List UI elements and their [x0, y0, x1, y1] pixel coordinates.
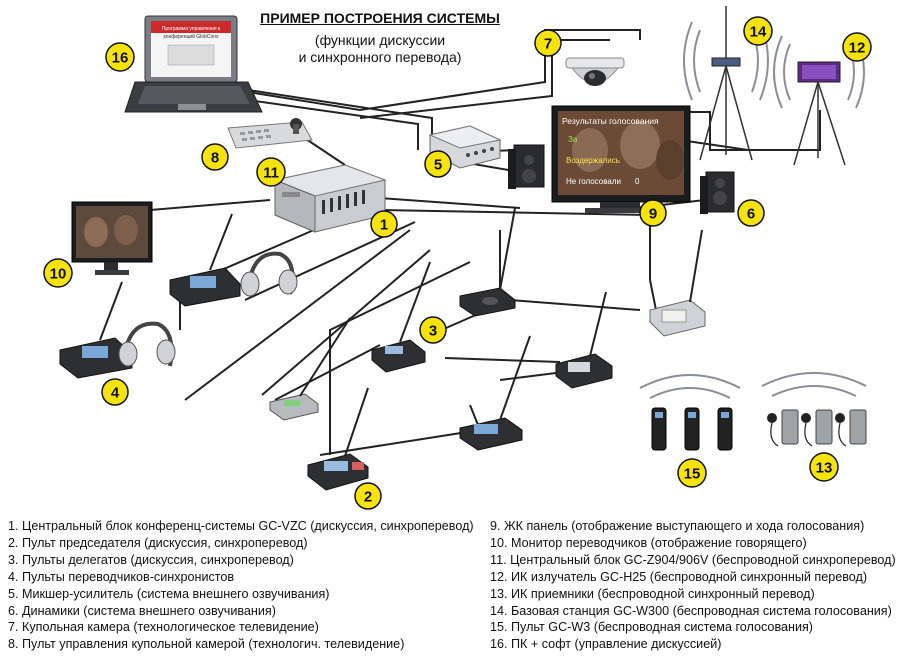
lcd-panel: Результаты голосования За Воздержались Н…: [551, 105, 691, 213]
voting-remotes: [639, 374, 741, 451]
laptop-screen-line2: конференций GlobCons: [163, 33, 219, 40]
badge-1: 1: [370, 210, 398, 238]
legend-item: 13. ИК приемники (беспроводной синхронны…: [490, 586, 815, 601]
legend-item: 8. Пульт управления купольной камерой (т…: [8, 637, 405, 652]
delegate-console-1: [459, 207, 516, 317]
svg-text:4: 4: [111, 385, 120, 402]
svg-text:6: 6: [747, 206, 755, 223]
laptop-pc: Программа управления к конференций GlobC…: [124, 15, 263, 113]
title-sub1: (функции дискуссии: [314, 32, 446, 48]
delegate-console-3: [269, 317, 351, 421]
badge-6: 6: [737, 199, 765, 227]
badge-10: 10: [43, 258, 73, 288]
system-diagram: Программа управления к конференций GlobC…: [43, 6, 872, 510]
laptop-screen-line1: Программа управления к: [162, 26, 221, 32]
delegate-console-4: [555, 291, 613, 389]
badge-7: 7: [534, 29, 562, 57]
legend-item: 12. ИК излучатель GC-H25 (беспроводной с…: [490, 569, 868, 584]
svg-text:10: 10: [50, 266, 67, 283]
delegate-console-6: [649, 229, 706, 337]
interpreter-console-upper: [169, 213, 298, 307]
svg-text:3: 3: [429, 323, 437, 340]
badge-16: 16: [105, 42, 135, 72]
speaker-left: [508, 144, 545, 189]
tv-line4: Не голосовали: [566, 177, 621, 186]
legend-item: 6. Динамики (система внешнего озвучивани…: [8, 603, 276, 618]
svg-text:9: 9: [649, 206, 657, 223]
svg-text:14: 14: [750, 24, 767, 41]
badge-9: 9: [639, 199, 667, 227]
dome-camera: [565, 57, 625, 86]
legend-item: 3. Пульты делегатов (дискуссия, синхропе…: [8, 552, 294, 567]
svg-text:16: 16: [112, 50, 129, 67]
title-sub2: и синхронного перевода): [298, 49, 462, 65]
svg-text:1: 1: [380, 217, 388, 234]
badge-5: 5: [424, 150, 452, 178]
badge-4: 4: [101, 378, 129, 406]
svg-text:2: 2: [364, 489, 372, 506]
legend-item: 5. Микшер-усилитель (система внешнего оз…: [8, 586, 330, 601]
svg-text:13: 13: [816, 460, 833, 477]
legend-item: 9. ЖК панель (отображение выступающего и…: [490, 519, 865, 533]
badge-15: 15: [677, 458, 707, 488]
interpreter-monitor: [71, 201, 153, 275]
central-units: [273, 164, 387, 233]
delegate-console-2: [371, 261, 431, 373]
badge-3: 3: [419, 316, 447, 344]
legend-item: 14. Базовая станция GC-W300 (беспроводна…: [490, 603, 892, 618]
title-heading: ПРИМЕР ПОСТРОЕНИЯ СИСТЕМЫ: [260, 10, 500, 26]
badge-13: 13: [809, 452, 839, 482]
legend-item: 15. Пульт GC-W3 (беспроводная система го…: [490, 620, 813, 635]
speaker-right: [700, 171, 735, 214]
legend-item: 7. Купольная камера (технологическое тел…: [8, 620, 319, 635]
tv-line1: Результаты голосования: [562, 116, 659, 126]
camera-controller: [227, 118, 313, 149]
legend-item: 2. Пульт председателя (дискуссия, синхро…: [8, 535, 308, 550]
legend-item: 1. Центральный блок конференц-системы GC…: [8, 519, 474, 533]
svg-text:12: 12: [849, 40, 866, 57]
legend-item: 16. ПК + софт (управление дискуссией): [490, 637, 722, 652]
tv-line2: За: [568, 135, 578, 144]
badge-8: 8: [201, 143, 229, 171]
ir-receivers: [761, 372, 867, 447]
badge-12: 12: [842, 32, 872, 62]
legend-item: 11. Центральный блок GC-Z904/906V (беспр…: [490, 552, 896, 567]
svg-text:5: 5: [434, 157, 442, 174]
legend-left: 1. Центральный блок конференц-системы GC…: [8, 518, 486, 653]
svg-text:15: 15: [684, 466, 701, 483]
delegate-console-5: [459, 335, 531, 451]
diagram-title: ПРИМЕР ПОСТРОЕНИЯ СИСТЕМЫ (функции диску…: [200, 10, 560, 66]
legend-right: 9. ЖК панель (отображение выступающего и…: [490, 518, 915, 653]
tv-line3: Воздержались: [566, 156, 620, 165]
badges: 1 2 3 4 5 6 7 8 9 10 11 12 13 14 15 16: [43, 16, 872, 510]
interpreter-console-lower: [59, 281, 176, 379]
tv-value4: 0: [635, 177, 640, 186]
badge-14: 14: [743, 16, 773, 46]
badge-11: 11: [256, 157, 286, 187]
svg-text:8: 8: [211, 150, 219, 167]
svg-text:11: 11: [263, 165, 279, 182]
badge-2: 2: [354, 482, 382, 510]
legend-item: 10. Монитор переводчиков (отображение го…: [490, 535, 807, 550]
chairman-console: [307, 387, 369, 491]
legend-item: 4. Пульты переводчиков-синхронистов: [8, 569, 235, 584]
svg-text:7: 7: [544, 36, 552, 53]
